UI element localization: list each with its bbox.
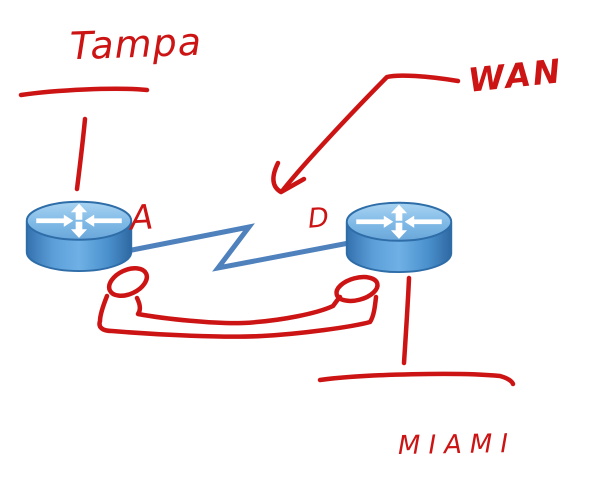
miami-overline	[317, 371, 516, 387]
wan-arrowhead-icon	[271, 160, 307, 195]
link-endpoint-a-label: A	[128, 197, 155, 239]
miami-pointer-line	[401, 275, 412, 366]
link-endpoint-d-label: D	[306, 202, 330, 235]
router-icon-miami	[345, 201, 453, 274]
tampa-site-label: Tampa	[69, 19, 203, 69]
tampa-underline	[18, 86, 150, 98]
wan-pointer-line	[280, 73, 461, 193]
tampa-pointer-line	[74, 116, 88, 192]
miami-site-label: MIAMI	[397, 428, 517, 462]
cable-tube-sketch	[97, 265, 380, 339]
wan-link-zigzag-line	[129, 223, 352, 272]
router-icon-tampa	[25, 200, 133, 273]
